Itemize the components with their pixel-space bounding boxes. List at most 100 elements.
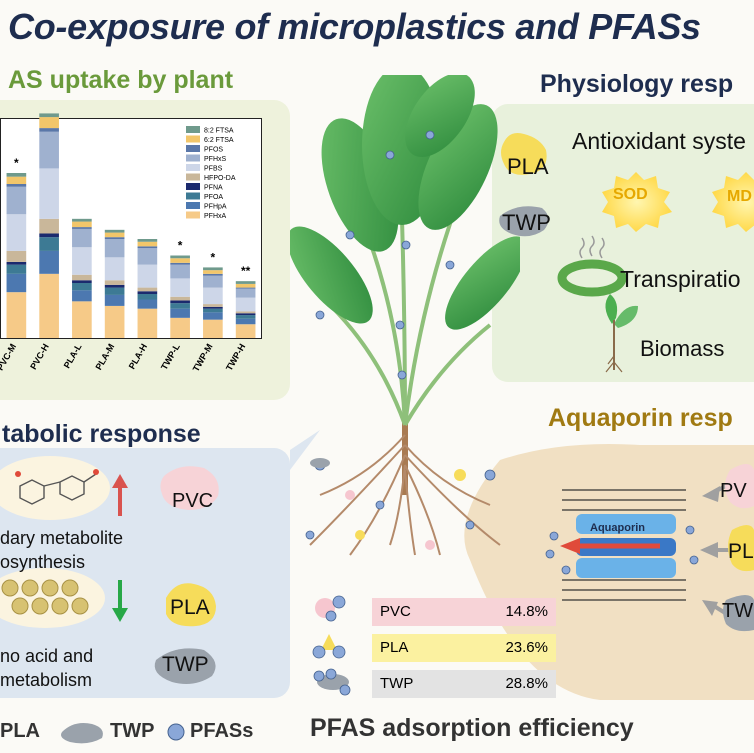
legend-label: 6:2 FTSA (204, 137, 234, 144)
legend-label: PFBS (204, 166, 223, 173)
bar-segment (235, 288, 256, 298)
bar-segment (203, 267, 223, 271)
bar-segment (6, 184, 27, 187)
x-tick-label: PVC-H (28, 342, 51, 371)
adsorption-row-label: PVC (380, 603, 411, 620)
legend-label: PFHxA (204, 213, 227, 220)
bar-segment (203, 308, 223, 313)
bar-segment (6, 176, 27, 184)
bar-segment (137, 308, 158, 338)
bar-segment (6, 264, 27, 274)
bar-segment (6, 261, 27, 265)
adsorption-row-value: 14.8% (505, 603, 548, 620)
soil-particles (305, 458, 496, 550)
bar-segment (137, 239, 158, 242)
bar-segment (104, 284, 125, 288)
bar-segment (137, 248, 158, 265)
bar-segment (6, 173, 27, 177)
legend-swatch (186, 183, 200, 190)
bar-segment (39, 273, 59, 338)
bar-segment (72, 290, 92, 302)
bar-segment (235, 281, 256, 284)
bar-segment (39, 237, 59, 251)
bar-segment (203, 319, 223, 338)
significance-mark: ** (241, 264, 251, 278)
page-title: Co-exposure of microplastics and PFASs (8, 6, 701, 47)
aquaporin-heading: Aquaporin resp (548, 404, 733, 432)
bar-segment (235, 297, 256, 312)
metabolic-graphics (0, 456, 219, 684)
x-tick-label: PLA-M (93, 342, 116, 372)
bar-segment (137, 241, 158, 247)
bar-segment (170, 258, 190, 263)
legend-label: PFHpA (204, 204, 227, 211)
plant-leaves (290, 75, 520, 330)
bar-segment (72, 247, 92, 275)
legend-swatch (186, 135, 200, 143)
mda-label: MD (727, 188, 752, 205)
significance-mark: * (14, 156, 19, 170)
x-tick-label: PLA-H (127, 342, 149, 371)
x-tick-label: TWP-L (159, 342, 182, 372)
plant-illustration (290, 75, 520, 556)
bar-segment (137, 294, 158, 300)
aquaporin-pla-label: PL (728, 540, 754, 563)
bar-segment (170, 255, 190, 259)
bar-segment (72, 274, 92, 281)
adsorption-row-value: 23.6% (505, 639, 548, 656)
metabolic-twp-blob (154, 648, 216, 684)
metabolic-line2: osynthesis (0, 552, 86, 572)
amino-acid-spheres (1, 579, 89, 615)
metabolic-pla-blob (166, 583, 216, 627)
metabolic-pvc-blob (160, 466, 219, 510)
bar-segment (137, 264, 158, 288)
bar-segment (39, 128, 59, 132)
metabolic-heading: tabolic response (2, 420, 201, 448)
physiology-panel (492, 104, 754, 382)
legend-swatch (186, 173, 200, 181)
metabolic-line4: metabolism (0, 670, 93, 690)
bar-segment (104, 237, 125, 239)
bar-segment (170, 308, 190, 318)
biomass-plant-icon (605, 294, 638, 373)
bar-segment (39, 117, 59, 129)
twp-blob (499, 206, 549, 237)
x-tick-label: TWP-H (224, 342, 247, 373)
bar-segment (235, 311, 256, 314)
physiology-twp-label: TWP (502, 210, 551, 235)
bar-segment (6, 186, 27, 215)
adsorption-caption: PFAS adsorption efficiency (310, 714, 634, 742)
bar-segment (137, 299, 158, 309)
bar-segment (6, 250, 27, 262)
x-tick-label: PLA-L (62, 342, 84, 370)
uptake-heading: AS uptake by plant (8, 66, 234, 94)
adsorption-row-label: TWP (380, 675, 414, 692)
bar-segment (39, 233, 59, 238)
bar-segment (104, 239, 125, 258)
bar-segment (39, 218, 59, 234)
bar-segment (170, 300, 190, 304)
legend-twp-label: TWP (110, 720, 155, 742)
significance-mark: * (178, 239, 183, 253)
legend-label: PFNA (204, 185, 223, 192)
bar-segment (203, 287, 223, 305)
bar-segment (170, 264, 190, 279)
bar-segment (6, 214, 27, 251)
legend-label: PFOA (204, 194, 223, 201)
aquaporin-graphics (545, 464, 754, 632)
bar-segment (203, 304, 223, 307)
bar-segment (235, 287, 256, 289)
bar-segment (6, 273, 27, 293)
bar-segment (203, 306, 223, 309)
aquaporin-label: Aquaporin (590, 522, 645, 534)
bar-segment (104, 287, 125, 295)
aquaporin-channel (576, 514, 676, 534)
bar-segment (39, 131, 59, 169)
bar-segment (104, 229, 125, 233)
legend-swatch (186, 145, 200, 152)
plant-pfas-dots (315, 130, 455, 380)
bar-segment (104, 232, 125, 238)
metabolic-line1: dary metabolite (0, 528, 124, 548)
bar-segment (104, 257, 125, 281)
